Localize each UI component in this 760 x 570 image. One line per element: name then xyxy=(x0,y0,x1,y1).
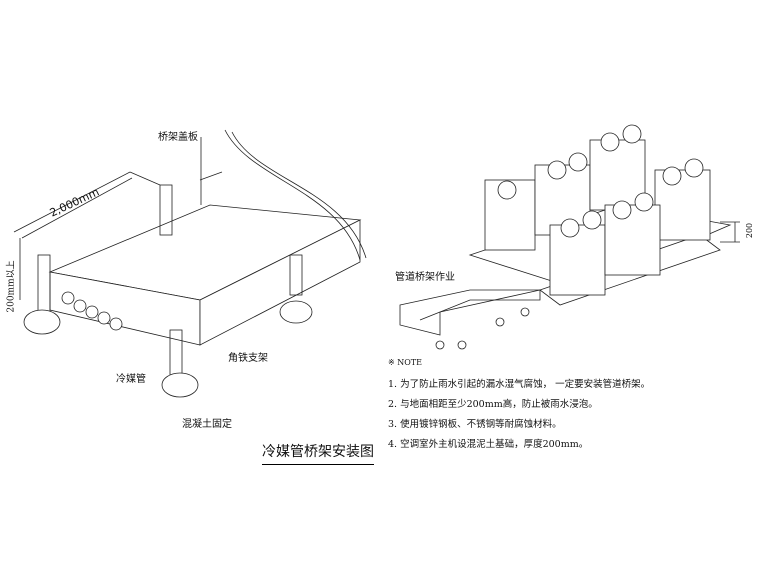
note-item: 3. 使用镀锌钢板、不锈钢等耐腐蚀材料。 xyxy=(388,419,562,430)
base-dimension: 200 xyxy=(745,222,755,239)
height-dimension: 200mm以上 xyxy=(6,260,17,313)
cover-label: 桥架盖板 xyxy=(158,132,198,143)
note-item: 2. 与地面相距至少200mm高，防止被雨水浸泡。 xyxy=(388,399,598,410)
concrete-label: 混凝土固定 xyxy=(182,419,232,430)
bracket-label: 角铁支架 xyxy=(228,353,268,364)
note-item: 1. 为了防止雨水引起的漏水湿气腐蚀， 一定要安装管道桥架。 xyxy=(388,379,651,390)
outdoor-units xyxy=(468,124,732,306)
pipes xyxy=(61,291,123,331)
leader-curve xyxy=(224,129,361,261)
drawing-title: 冷媒管桥架安装图 xyxy=(262,441,374,465)
concrete-footings xyxy=(23,300,313,398)
pipe-tray xyxy=(399,289,541,350)
cable-tray xyxy=(13,171,362,346)
note-item: 4. 空调室外主机设混泥土基础，厚度200mm。 xyxy=(388,439,589,450)
tray-label: 管道桥架作业 xyxy=(395,272,455,283)
note-heading: ※ NOTE xyxy=(388,358,422,367)
pipe-label: 冷媒管 xyxy=(116,374,146,385)
